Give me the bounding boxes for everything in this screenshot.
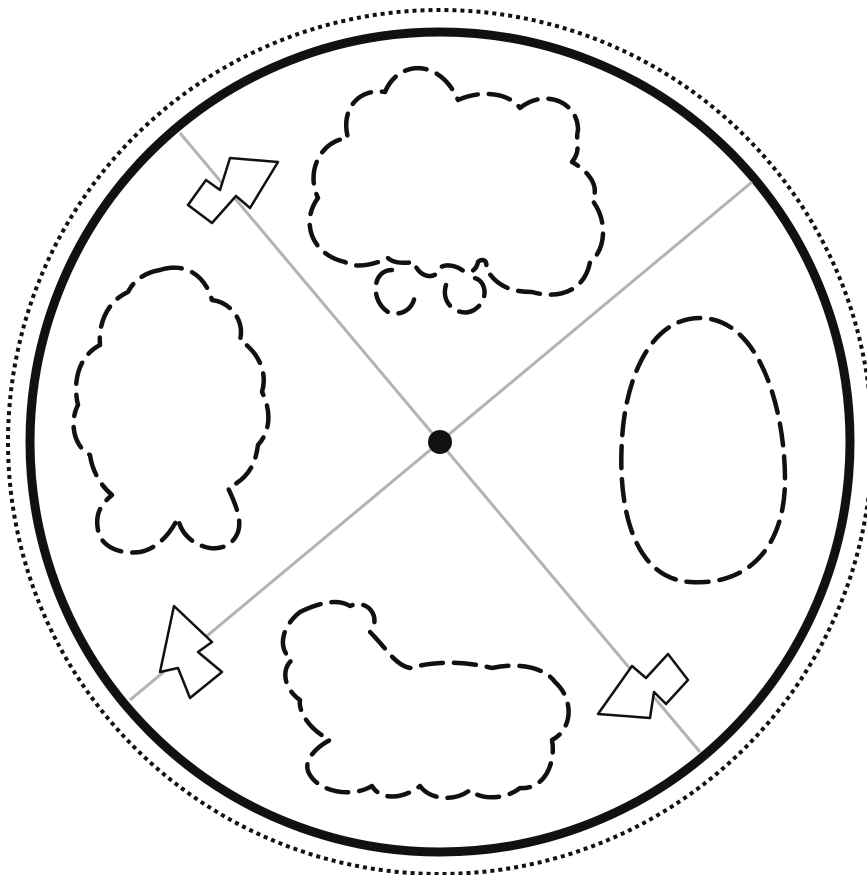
center-hub xyxy=(428,430,452,454)
